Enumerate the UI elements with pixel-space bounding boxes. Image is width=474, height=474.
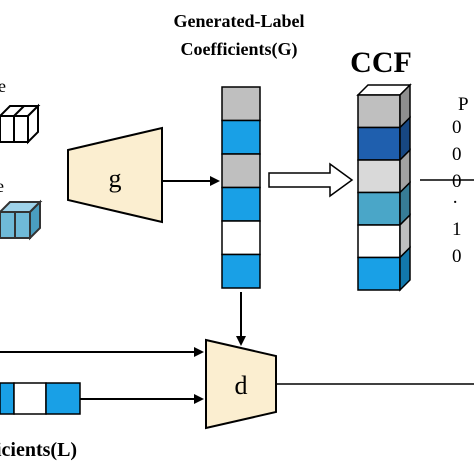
generated-label-column [221, 86, 261, 289]
ccf-side-shade [400, 85, 410, 290]
ccf-cell [357, 191, 401, 226]
encoder-g-label: g [109, 164, 122, 193]
left-cube-row-top [0, 103, 41, 145]
ccf-column [356, 83, 412, 292]
generated-label-title-line1: Generated-Label [174, 11, 305, 31]
right-value: 0 [452, 246, 462, 267]
hollow-arrow-to-ccf [268, 162, 354, 198]
right-partial-label: P [458, 94, 469, 115]
g-column-cell [221, 186, 261, 222]
encoder-g-block [67, 126, 163, 224]
left-partial-label-top: e [0, 76, 6, 96]
decoder-d-block [205, 338, 277, 430]
ccf-side-face [399, 245, 411, 292]
l-row-cell [13, 382, 47, 415]
ccf-cell [357, 126, 401, 161]
right-value: 1 [452, 219, 462, 240]
label-coefficients-title: icients(L) [0, 439, 77, 461]
ccf-title: CCF [350, 46, 412, 79]
right-value: 0 [452, 144, 462, 165]
right-values: 000·10 [452, 117, 462, 267]
ccf-cell [357, 94, 401, 129]
right-value: 0 [452, 171, 462, 192]
ccf-cell [357, 224, 401, 259]
generated-label-title-line2: Coefficients(G) [181, 39, 298, 60]
g-column-cell [221, 86, 261, 122]
l-row-cell [45, 382, 81, 415]
label-coefficients-row [0, 382, 81, 415]
g-column-cell [221, 119, 261, 155]
l-row-cell [0, 382, 15, 415]
left-cube-row-bottom [0, 199, 43, 241]
right-value: · [452, 192, 458, 213]
decoder-d-label: d [235, 371, 248, 400]
ccf-cell [357, 256, 401, 291]
g-column-cell [221, 153, 261, 189]
right-value: 0 [452, 117, 462, 138]
left-partial-label-mid: e [0, 176, 4, 196]
g-column-cell [221, 220, 261, 256]
g-column-cell [221, 253, 261, 289]
ccf-cell [357, 159, 401, 194]
